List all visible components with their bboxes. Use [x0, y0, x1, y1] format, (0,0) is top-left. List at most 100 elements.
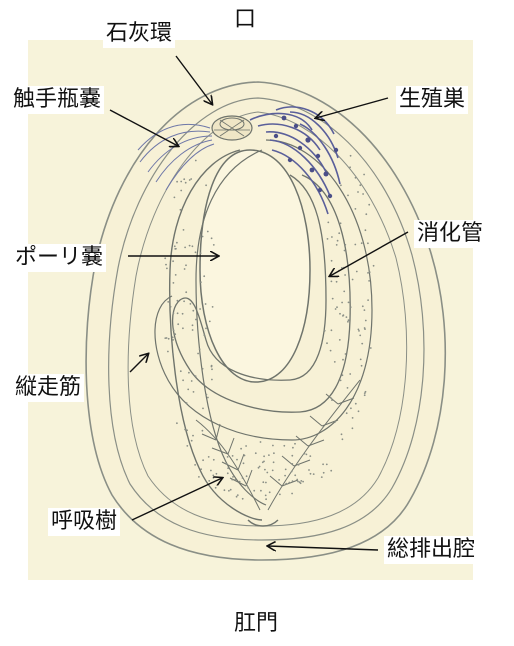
stipple-dot	[352, 417, 354, 419]
stipple-dot	[259, 466, 261, 468]
stipple-dot	[207, 397, 209, 399]
stipple-dot	[264, 469, 266, 471]
stipple-dot	[176, 181, 178, 183]
stipple-dot	[369, 271, 371, 273]
stipple-dot	[232, 476, 234, 478]
stipple-dot	[326, 342, 328, 344]
stipple-dot	[190, 178, 192, 180]
stipple-dot	[210, 470, 212, 472]
stipple-dot	[185, 291, 187, 293]
stipple-dot	[331, 281, 333, 283]
stipple-dot	[364, 394, 366, 396]
stipple-dot	[331, 236, 333, 238]
stipple-dot	[344, 244, 346, 246]
stipple-dot	[209, 321, 211, 323]
stipple-dot	[185, 182, 187, 184]
stipple-dot	[331, 329, 333, 331]
stipple-dot	[236, 496, 238, 498]
stipple-dot	[189, 245, 191, 247]
stipple-dot	[367, 272, 369, 274]
stipple-dot	[355, 208, 357, 210]
stipple-dot	[310, 473, 312, 475]
stipple-dot	[330, 397, 332, 399]
stipple-dot	[341, 302, 343, 304]
stipple-dot	[266, 472, 268, 474]
stipple-dot	[213, 477, 215, 479]
label-cloaca: 総排出腔	[384, 536, 478, 564]
stipple-dot	[304, 453, 306, 455]
stipple-dot	[365, 320, 367, 322]
label-digestive-tract: 消化管	[414, 220, 486, 248]
stipple-dot	[359, 184, 361, 186]
stipple-dot	[291, 471, 293, 473]
stipple-dot	[345, 353, 347, 355]
stipple-dot	[189, 179, 191, 181]
stipple-dot	[183, 300, 185, 302]
stipple-dot	[195, 375, 197, 377]
stipple-dot	[291, 463, 293, 465]
stipple-dot	[359, 335, 361, 337]
stipple-dot	[302, 481, 304, 483]
stipple-dot	[336, 244, 338, 246]
stipple-dot	[253, 490, 255, 492]
stipple-dot	[347, 195, 349, 197]
stipple-dot	[190, 303, 192, 305]
stipple-dot	[347, 321, 349, 323]
stipple-dot	[265, 495, 267, 497]
stipple-dot	[364, 309, 366, 311]
stipple-dot	[198, 476, 200, 478]
stipple-dot	[288, 482, 290, 484]
stipple-dot	[263, 461, 265, 463]
stipple-dot	[176, 242, 178, 244]
stipple-dot	[211, 365, 213, 367]
stipple-dot	[193, 391, 195, 393]
stipple-dot	[168, 338, 170, 340]
stipple-dot	[186, 445, 188, 447]
stipple-dot	[265, 498, 267, 500]
stipple-dot	[285, 483, 287, 485]
stipple-dot	[365, 229, 367, 231]
stipple-dot	[292, 480, 294, 482]
polian-vesicle	[200, 150, 310, 382]
stipple-dot	[172, 353, 174, 355]
stipple-dot	[230, 489, 232, 491]
stipple-dot	[180, 370, 182, 372]
stipple-dot	[172, 339, 174, 341]
stipple-dot	[167, 351, 169, 353]
stipple-dot	[358, 329, 360, 331]
stipple-dot	[309, 455, 311, 457]
stipple-dot	[245, 485, 247, 487]
stipple-dot	[269, 491, 271, 493]
stipple-dot	[212, 475, 214, 477]
stipple-dot	[365, 213, 367, 215]
stipple-dot	[183, 178, 185, 180]
stipple-dot	[297, 481, 299, 483]
stipple-dot	[246, 475, 248, 477]
stipple-dot	[226, 463, 228, 465]
stipple-dot	[208, 456, 210, 458]
stipple-dot	[184, 247, 186, 249]
stipple-dot	[208, 480, 210, 482]
stipple-dot	[350, 155, 352, 157]
stipple-dot	[348, 319, 350, 321]
stipple-dot	[338, 232, 340, 234]
stipple-dot	[211, 368, 213, 370]
stipple-dot	[361, 242, 363, 244]
stipple-dot	[346, 412, 348, 414]
stipple-dot	[255, 452, 257, 454]
stipple-dot	[173, 312, 175, 314]
stipple-dot	[202, 459, 204, 461]
stipple-dot	[205, 184, 207, 186]
stipple-dot	[195, 160, 197, 162]
stipple-dot	[285, 469, 287, 471]
stipple-dot	[352, 427, 354, 429]
calcareous-ring	[212, 116, 252, 140]
stipple-dot	[207, 231, 209, 233]
stipple-dot	[182, 313, 184, 315]
stipple-dot	[245, 445, 247, 447]
stipple-dot	[211, 379, 213, 381]
stipple-dot	[164, 257, 166, 259]
stipple-dot	[279, 494, 281, 496]
stipple-dot	[240, 448, 242, 450]
stipple-dot	[213, 244, 215, 246]
